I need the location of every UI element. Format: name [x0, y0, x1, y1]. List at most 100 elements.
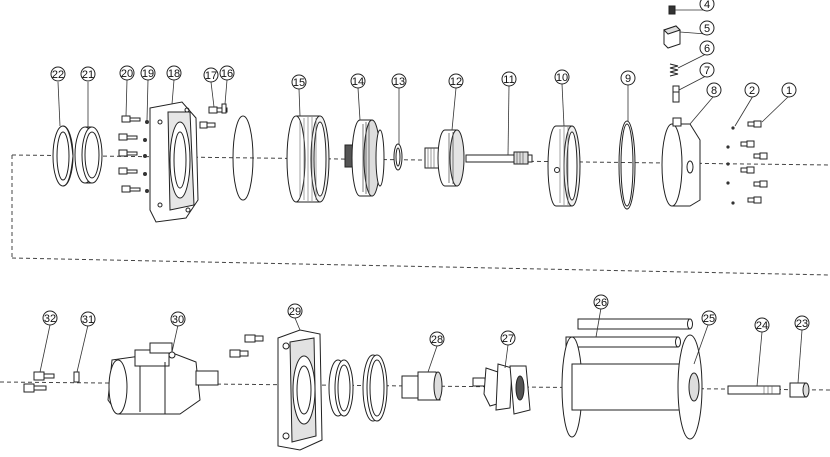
- callout-number: 29: [289, 306, 301, 318]
- callout-circle: [80, 311, 96, 327]
- part-18-end-housing: [149, 101, 199, 223]
- callout-number: 32: [44, 313, 56, 325]
- callout-21: 21: [80, 66, 96, 82]
- callout-number: 5: [704, 23, 710, 35]
- callout-number: 21: [82, 69, 94, 81]
- callout-circle: [744, 82, 760, 98]
- part-31-key: [73, 371, 80, 383]
- callout-1: 1: [781, 82, 797, 98]
- callout-26: 26: [593, 294, 609, 310]
- callout-30: 30: [170, 311, 186, 327]
- callout-circle: [754, 317, 770, 333]
- callout-16: 16: [219, 65, 235, 81]
- part-13-washer: [393, 143, 403, 171]
- callout-number: 28: [431, 334, 443, 346]
- callout-15: 15: [291, 74, 307, 90]
- callout-22: 22: [50, 66, 66, 82]
- callout-number: 26: [595, 297, 607, 309]
- callout-number: 20: [121, 68, 133, 80]
- part-1-bolts: [740, 120, 768, 204]
- callout-circle: [701, 310, 717, 326]
- part-22-seal-ring: [52, 125, 74, 187]
- callout-circle: [429, 331, 445, 347]
- callout-circle: [448, 73, 464, 89]
- callout-number: 25: [703, 313, 715, 325]
- callout-number: 11: [503, 74, 514, 86]
- bearing-rings: [328, 354, 388, 422]
- callout-number: 4: [704, 0, 710, 11]
- part-callouts: 1234567891011121314151617181920212223242…: [42, 0, 810, 347]
- callout-number: 18: [168, 68, 180, 80]
- part-5-clutch-knob: [663, 25, 681, 49]
- callout-number: 2: [749, 85, 755, 97]
- callout-6: 6: [699, 40, 715, 56]
- callout-circle: [593, 294, 609, 310]
- callout-circle: [50, 66, 66, 82]
- callout-number: 13: [393, 76, 405, 88]
- callout-number: 27: [502, 333, 514, 345]
- part-32-bolts: [23, 371, 55, 393]
- part-15-ring-gear: [286, 115, 330, 203]
- part-4-screw: [668, 5, 676, 15]
- callout-circle: [166, 65, 182, 81]
- callout-circle: [42, 310, 58, 326]
- part-6-spring: [669, 63, 679, 77]
- part-19-washers: [143, 120, 149, 193]
- callout-number: 1: [786, 85, 792, 97]
- part-2-washers: [726, 126, 735, 205]
- callout-circle: [699, 62, 715, 78]
- callout-circle: [554, 69, 570, 85]
- callout-28: 28: [429, 331, 445, 347]
- part-27-brake-assembly: [472, 363, 531, 415]
- callout-8: 8: [706, 82, 722, 98]
- callout-number: 7: [704, 65, 710, 77]
- callout-23: 23: [794, 315, 810, 331]
- callout-circle: [350, 73, 366, 89]
- callout-9: 9: [620, 70, 636, 86]
- callout-circle: [203, 67, 219, 83]
- callout-17: 17: [203, 67, 219, 83]
- callout-4: 4: [699, 0, 715, 12]
- part-24-shaft: [727, 385, 781, 395]
- callout-11: 11: [501, 71, 517, 87]
- callout-19: 19: [140, 65, 156, 81]
- callout-circle: [119, 65, 135, 81]
- callout-number: 10: [556, 72, 568, 84]
- callout-circle: [80, 66, 96, 82]
- part-11-drive-shaft: [465, 151, 533, 165]
- callout-circle: [781, 82, 797, 98]
- callout-number: 22: [52, 69, 64, 81]
- part-21-ring: [74, 126, 103, 184]
- callout-number: 8: [711, 85, 717, 97]
- callout-circle: [706, 82, 722, 98]
- gasket: [232, 115, 254, 201]
- callout-number: 23: [796, 318, 808, 330]
- callout-circle: [140, 65, 156, 81]
- callout-number: 24: [756, 320, 768, 332]
- callout-5: 5: [699, 20, 715, 36]
- callout-number: 17: [205, 70, 217, 82]
- callout-circle: [170, 311, 186, 327]
- callout-circle: [501, 71, 517, 87]
- callout-24: 24: [754, 317, 770, 333]
- callout-circle: [620, 70, 636, 86]
- callout-number: 12: [450, 76, 462, 88]
- part-26-tie-rods: [565, 318, 693, 348]
- callout-12: 12: [448, 73, 464, 89]
- callout-7: 7: [699, 62, 715, 78]
- part-29-motor-mount: [277, 329, 323, 451]
- part-28-coupling: [401, 371, 443, 401]
- part-29-bolts: [229, 334, 264, 358]
- part-14-planet-carrier: [344, 119, 385, 197]
- part-8-end-cap: [661, 117, 701, 207]
- callout-circle: [699, 40, 715, 56]
- callout-14: 14: [350, 73, 366, 89]
- callout-29: 29: [287, 303, 303, 319]
- callout-27: 27: [500, 330, 516, 346]
- callout-number: 9: [625, 73, 631, 85]
- part-23-bushing: [789, 382, 810, 398]
- leader-lines: [39, 9, 803, 387]
- callout-number: 14: [352, 76, 364, 88]
- part-10-output-ring-gear: [547, 125, 581, 207]
